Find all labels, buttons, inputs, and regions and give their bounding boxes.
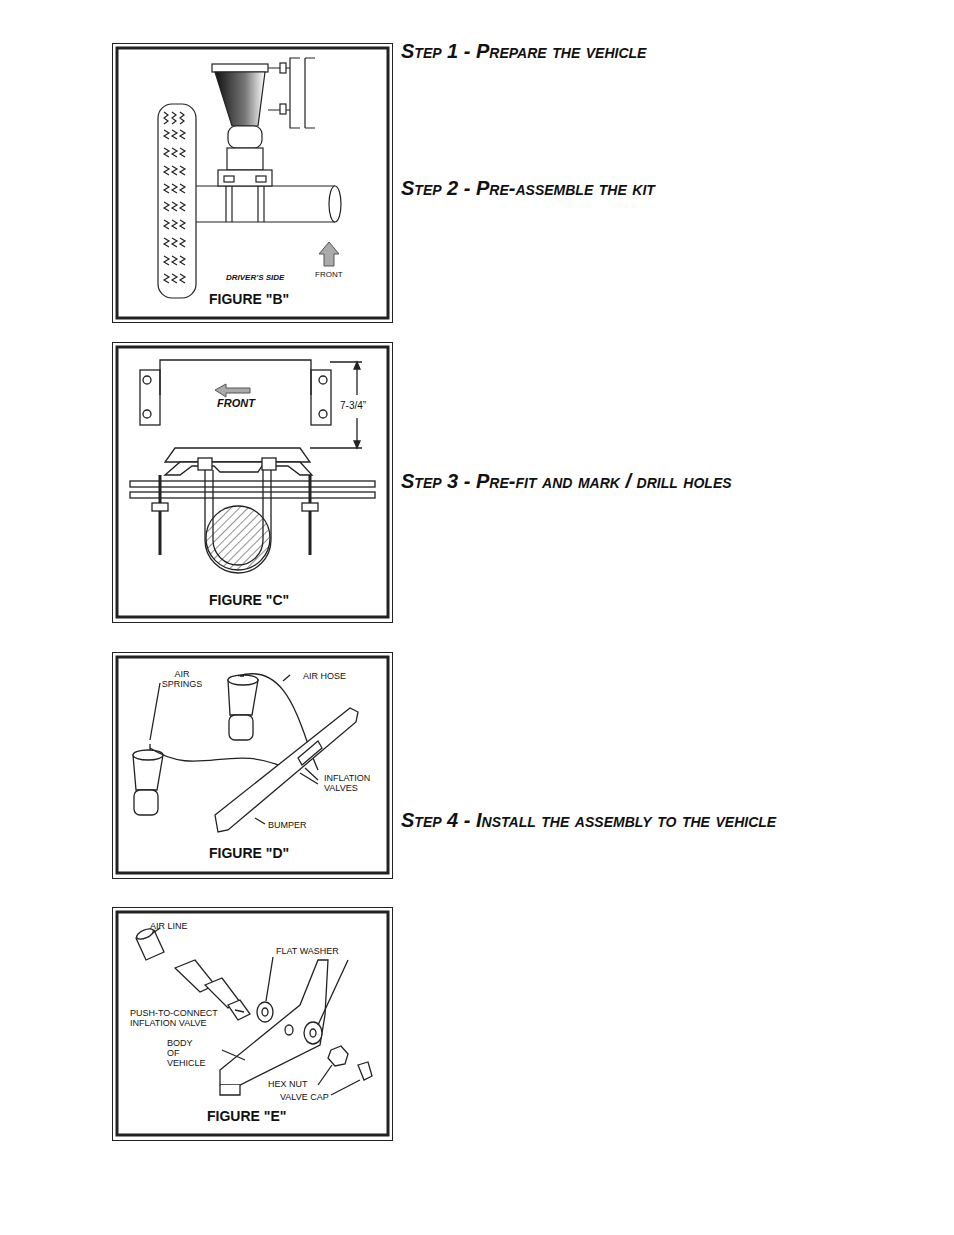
part-label: PUSH-TO-CONNECT INFLATION VALVE (130, 1008, 225, 1028)
part-label: BUMPER (268, 820, 307, 830)
part-label: INFLATION VALVES (324, 773, 380, 793)
part-label: AIR LINE (150, 921, 188, 931)
part-label: AIR SPRINGS (158, 669, 206, 689)
figure-caption: FIGURE "D" (209, 845, 289, 861)
part-label: BODY OF VEHICLE (167, 1038, 207, 1068)
side-label: DRIVER'S SIDE (226, 273, 284, 283)
figure-caption: FIGURE "C" (209, 592, 289, 608)
step-heading: Step 4 - Install the assembly to the veh… (401, 809, 776, 832)
figure-caption: FIGURE "B" (209, 291, 289, 307)
direction-label: FRONT (315, 270, 343, 280)
step-heading: Step 2 - Pre-assemble the kit (401, 177, 655, 200)
step-heading: Step 3 - Pre-fit and mark / drill holes (401, 470, 732, 493)
direction-label: FRONT (217, 398, 255, 408)
part-label: AIR HOSE (303, 671, 346, 681)
figure-caption: FIGURE "E" (207, 1108, 286, 1124)
dimension-label: 7-3/4” (339, 401, 367, 411)
part-label: HEX NUT (268, 1079, 308, 1089)
part-label: VALVE CAP (280, 1092, 329, 1102)
figure-frame: FIGURE "D" (112, 652, 393, 879)
part-label: FLAT WASHER (276, 946, 339, 956)
figure-frame: FIGURE "C" (112, 342, 393, 623)
step-heading: Step 1 - Prepare the vehicle (401, 40, 646, 63)
